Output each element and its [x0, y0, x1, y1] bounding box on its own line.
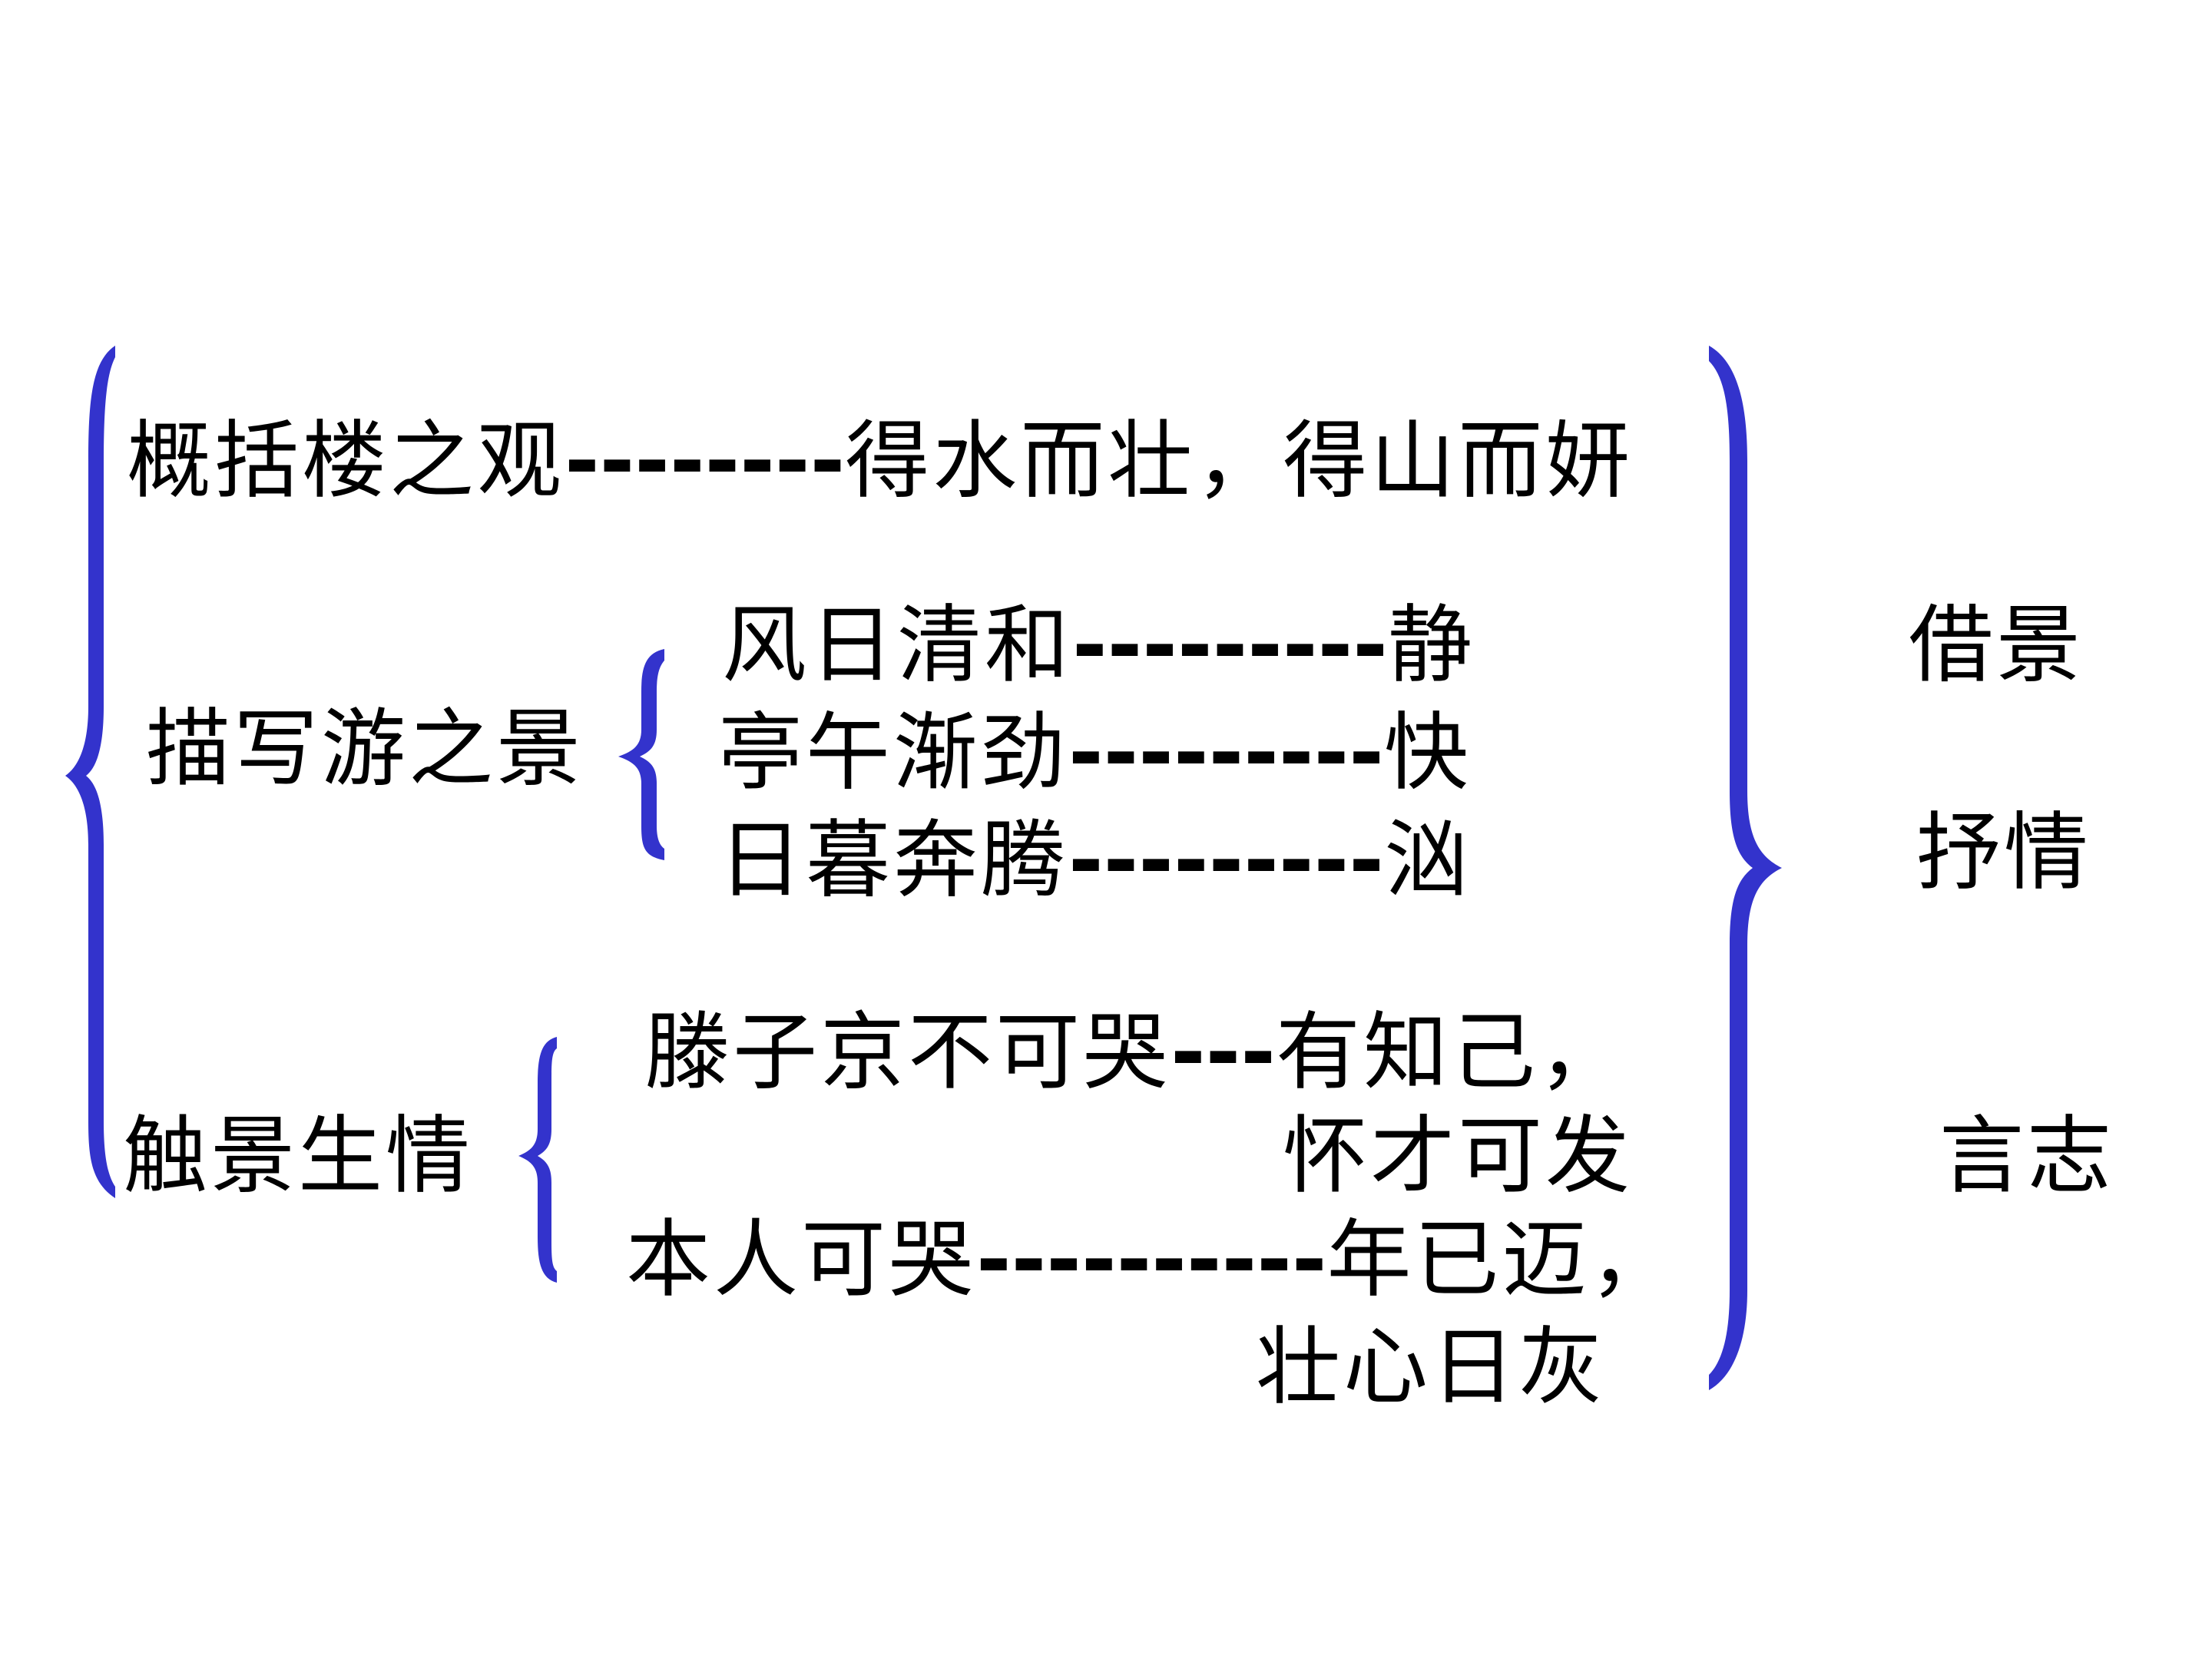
summary-item-3: 言志 [1939, 1107, 2114, 1205]
scenery-dashes-2: --------- [1068, 704, 1384, 802]
emotion-line-1: 滕子京不可哭---有知己， [645, 1010, 1626, 1094]
scenery-brace [618, 649, 664, 860]
scenery-word-2: 快 [1383, 704, 1472, 802]
emotion-line1-dashes: --- [1171, 1003, 1276, 1101]
left-main-brace [65, 346, 115, 1198]
emotion-line-4: 壮心日灰 [1256, 1318, 1606, 1416]
scenery-word-1: 静 [1387, 596, 1475, 694]
overview-detail: 得水而壮，得山而妍 [845, 412, 1634, 510]
scenery-label: 描写游之景 [146, 700, 584, 798]
summary-item-1: 借景 [1909, 596, 2084, 694]
overview-dashes: -------- [565, 412, 846, 510]
emotion-line3-text: 本人可哭 [626, 1210, 976, 1309]
scenery-scene-3: 日暮奔腾 [718, 811, 1068, 909]
scenery-scene-1: 风日清和 [722, 596, 1072, 694]
overview-label: 概括楼之观 [127, 412, 565, 510]
scenery-dashes-3: --------- [1068, 811, 1384, 909]
emotion-line3-result: 年已迈， [1326, 1210, 1677, 1309]
emotion-brace [518, 1037, 557, 1283]
emotion-line1-text: 滕子京不可哭 [645, 1003, 1171, 1101]
scenery-item-3: 日暮奔腾---------汹 [718, 818, 1472, 902]
scenery-item-1: 风日清和---------静 [722, 603, 1475, 687]
scenery-item-2: 亭午渐劲---------快 [718, 710, 1472, 795]
summary-item-2: 抒情 [1916, 803, 2091, 902]
emotion-line3-dashes: ---------- [976, 1210, 1327, 1309]
overview-line: 概括楼之观--------得水而壮，得山而妍 [127, 419, 1633, 503]
scenery-scene-2: 亭午渐劲 [718, 704, 1068, 802]
emotion-line1-result: 有知己， [1275, 1003, 1626, 1101]
emotion-label: 触景生情 [123, 1107, 473, 1205]
right-main-brace [1709, 346, 1782, 1390]
emotion-line-3: 本人可哭----------年已迈， [626, 1217, 1677, 1302]
scenery-dashes-1: --------- [1072, 596, 1388, 694]
scenery-word-3: 汹 [1383, 811, 1472, 909]
emotion-line-2: 怀才可发 [1283, 1107, 1633, 1205]
